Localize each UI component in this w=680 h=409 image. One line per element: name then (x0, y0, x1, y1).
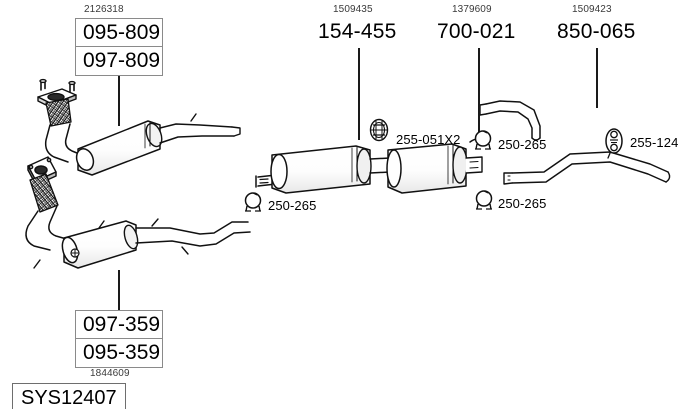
fitting-code-255-051X2: 255-051X2 (396, 132, 461, 147)
u-clamp-icon-lower-right (473, 188, 495, 212)
part-ref-154-455: 154-455 (318, 20, 397, 43)
oem-number-tail-pipe: 1509423 (572, 4, 612, 15)
upper-muffler (75, 120, 163, 176)
gasket-ring-icon (368, 118, 390, 142)
rear-silencer (386, 143, 468, 194)
rubber-hanger-icon (604, 128, 624, 154)
oem-number-rear-silencer: 1379609 (452, 4, 492, 15)
leader-rear-silencer (478, 48, 480, 140)
u-clamp-icon-upper-right (472, 128, 494, 152)
oem-number-front-pipe: 2126318 (84, 4, 124, 15)
catalytic-converter (61, 220, 139, 269)
part-ref-700-021: 700-021 (437, 20, 516, 43)
lower-flex-joint (29, 173, 59, 213)
leader-center-silencer (358, 48, 360, 140)
part-ref-850-065: 850-065 (557, 20, 636, 43)
part-box-095-809[interactable]: 095-809 (75, 18, 163, 48)
fitting-code-255-124: 255-124 (630, 135, 679, 150)
oem-number-catalytic: 1844609 (90, 368, 130, 379)
part-box-097-359[interactable]: 097-359 (75, 310, 163, 340)
fitting-code-250-265-lower-right: 250-265 (498, 196, 547, 211)
upper-flex-joint (45, 98, 72, 127)
part-box-097-809[interactable]: 097-809 (75, 46, 163, 76)
fitting-code-250-265-left: 250-265 (268, 198, 317, 213)
fitting-code-250-265-upper-right: 250-265 (498, 137, 547, 152)
system-code-box[interactable]: SYS12407 (12, 383, 126, 409)
rear-tail-pipe (503, 151, 671, 185)
u-clamp-icon-left (242, 190, 264, 214)
leader-catalytic (118, 270, 120, 312)
leader-tail-pipe (596, 48, 598, 108)
center-silencer (270, 145, 372, 194)
part-box-095-359[interactable]: 095-359 (75, 338, 163, 368)
leader-front-pipe (118, 72, 120, 126)
oem-number-center-silencer: 1509435 (333, 4, 373, 15)
upper-tail-pipe (479, 100, 541, 141)
